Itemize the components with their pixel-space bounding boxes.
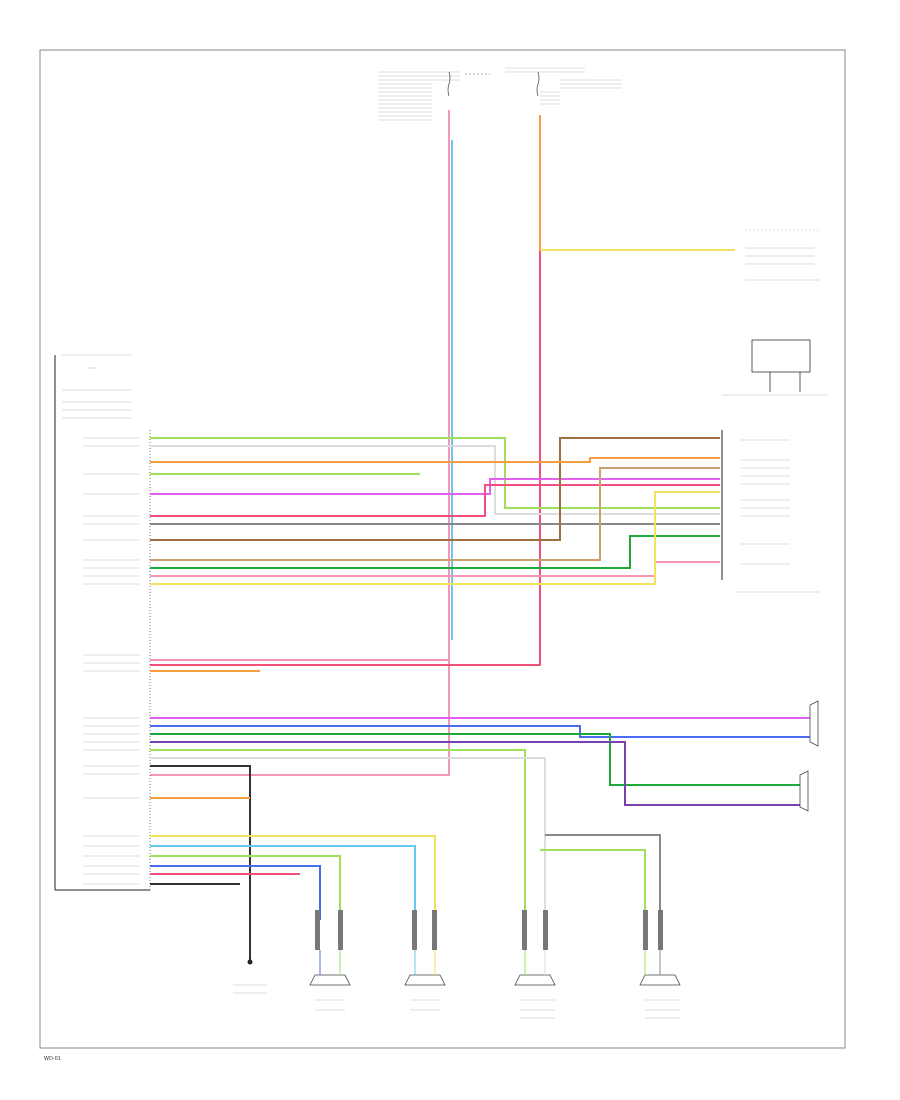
wire-ltgreen-rear-speaker bbox=[150, 855, 341, 920]
top-fuse-block-right bbox=[465, 67, 622, 105]
fuse-right-icon bbox=[536, 71, 540, 97]
speaker-2-icon bbox=[404, 974, 446, 986]
right-front-speaker-icon bbox=[809, 700, 819, 747]
wire-violet-radio bbox=[150, 478, 720, 495]
right-rear-speaker-icon bbox=[799, 770, 809, 812]
wire-black-ground bbox=[150, 765, 251, 960]
plug-2a bbox=[412, 910, 417, 950]
bottom-labels bbox=[233, 984, 680, 1019]
speaker-4-icon bbox=[639, 974, 681, 986]
speaker-3-icon bbox=[514, 974, 556, 986]
left-pin-labels bbox=[83, 437, 140, 885]
plug-2b bbox=[432, 910, 437, 950]
wire-purple-rr-speaker bbox=[150, 741, 800, 806]
wire-yellow-lr-speaker bbox=[150, 835, 436, 920]
left-antenna-block bbox=[62, 354, 132, 419]
plug-3a bbox=[522, 910, 527, 950]
wire-dkgreen-data bbox=[150, 535, 720, 569]
plug-3b bbox=[543, 910, 548, 950]
wire-pink-power bbox=[150, 110, 450, 661]
bottom-speakers bbox=[309, 910, 681, 986]
wire-white-lf-speaker bbox=[150, 757, 546, 920]
top-right-component bbox=[745, 229, 820, 281]
top-fuse-block-left bbox=[378, 71, 460, 121]
footer-code: WD-01 bbox=[44, 1056, 61, 1062]
wire-red-battery bbox=[150, 484, 720, 517]
plug-1b bbox=[338, 910, 343, 950]
antenna-box bbox=[751, 339, 811, 373]
wire-brown-audio bbox=[150, 437, 720, 541]
plug-4a bbox=[643, 910, 648, 950]
wire-blue-rf-speaker bbox=[150, 725, 810, 738]
diagram-frame bbox=[39, 49, 846, 1049]
wire-tan-ground bbox=[150, 467, 720, 561]
fuse-left-icon bbox=[447, 71, 451, 97]
satellite-receiver-module bbox=[721, 394, 828, 593]
wire-blue-rear-speaker bbox=[150, 865, 321, 920]
wire-lightblue-lr-speaker bbox=[150, 845, 416, 920]
wire-red-feed bbox=[150, 250, 541, 666]
wire-dkgreen-rr-speaker bbox=[150, 733, 800, 786]
wire-orange-panel bbox=[150, 457, 720, 463]
ground-point-icon bbox=[247, 959, 253, 965]
wire-yellow-illum bbox=[150, 491, 720, 585]
speaker-1-icon bbox=[309, 974, 351, 986]
wire-gray-lrdoor bbox=[545, 834, 661, 920]
wire-ltgreen-lrdoor bbox=[540, 849, 646, 920]
plug-4b bbox=[658, 910, 663, 950]
radio-connector-left bbox=[54, 355, 151, 891]
plug-1a bbox=[315, 910, 320, 950]
wire-ltgreen-audio bbox=[150, 437, 720, 509]
wire-ltgreen-lf-speaker bbox=[150, 749, 526, 920]
